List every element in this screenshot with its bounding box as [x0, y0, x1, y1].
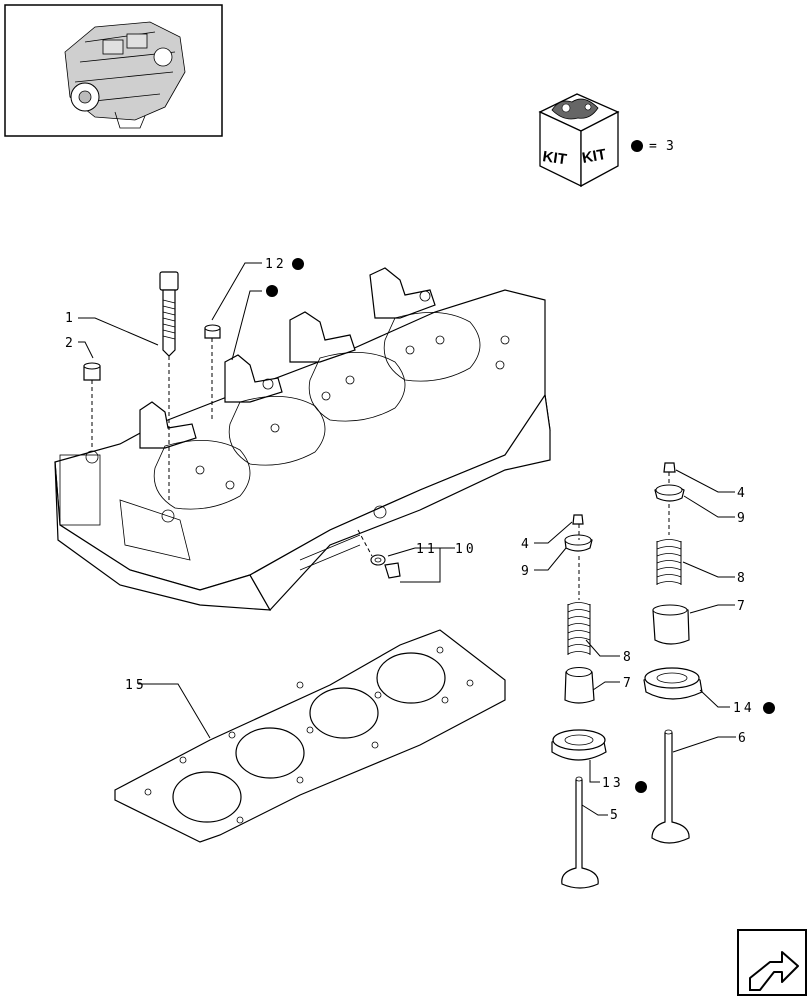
- cylinder-head: [54, 267, 551, 612]
- kit-label-left: KIT: [541, 148, 567, 168]
- callout-14: 14: [733, 701, 755, 716]
- callout-7-left: 7: [623, 676, 634, 691]
- dowel-pin: [83, 362, 101, 381]
- kit-marker-dot: [631, 140, 643, 152]
- callout-7-right: 7: [737, 599, 748, 614]
- callout-1: 1: [65, 311, 76, 326]
- callout-15: 15: [125, 678, 147, 693]
- plug-10-axis-line: [357, 529, 373, 557]
- callout-5: 5: [610, 808, 621, 823]
- plug-12: [204, 324, 221, 339]
- callout-14-kit-dot: [763, 702, 775, 714]
- callout-4-right: 4: [737, 486, 748, 501]
- callout-9-right: 9: [737, 511, 748, 526]
- callout-6: 6: [738, 731, 749, 746]
- callout-4-left: 4: [521, 537, 532, 552]
- callout-13: 13: [602, 776, 624, 791]
- callout-11: 11: [416, 542, 438, 557]
- callout-9-left: 9: [521, 564, 532, 579]
- valve-spring-8a: [567, 602, 591, 655]
- callout-8-right: 8: [737, 571, 748, 586]
- leader-lines: [78, 262, 736, 816]
- head-bolt: [159, 271, 179, 357]
- callout-12-kit-dot: [292, 258, 304, 270]
- valve-stack-right: [643, 462, 703, 844]
- callout-2: 2: [65, 336, 76, 351]
- head-gasket: [114, 629, 506, 843]
- engine-thumbnail-icon[interactable]: [4, 4, 223, 137]
- callout-12: 12: [265, 257, 287, 272]
- intake-valve-6: [651, 732, 690, 844]
- kit-equals: =: [649, 139, 660, 154]
- callout-10: 10: [455, 542, 477, 557]
- kit-label-right: KIT: [581, 146, 608, 167]
- callout-13-kit-dot: [635, 781, 647, 793]
- valve-spring-8b: [656, 539, 682, 585]
- plug-washer-10-11: [370, 554, 401, 579]
- kit-box-icon: KIT KIT: [538, 93, 620, 188]
- valve-stack-left: [551, 514, 607, 889]
- next-page-arrow-icon[interactable]: [737, 929, 807, 996]
- callout-8-left: 8: [623, 650, 634, 665]
- valve-collet-4a: [572, 514, 584, 525]
- plug-kit-dot: [266, 285, 278, 297]
- kit-quantity: 3: [666, 139, 677, 154]
- valve-collet-4b: [663, 462, 676, 473]
- exhaust-valve-5: [561, 779, 599, 889]
